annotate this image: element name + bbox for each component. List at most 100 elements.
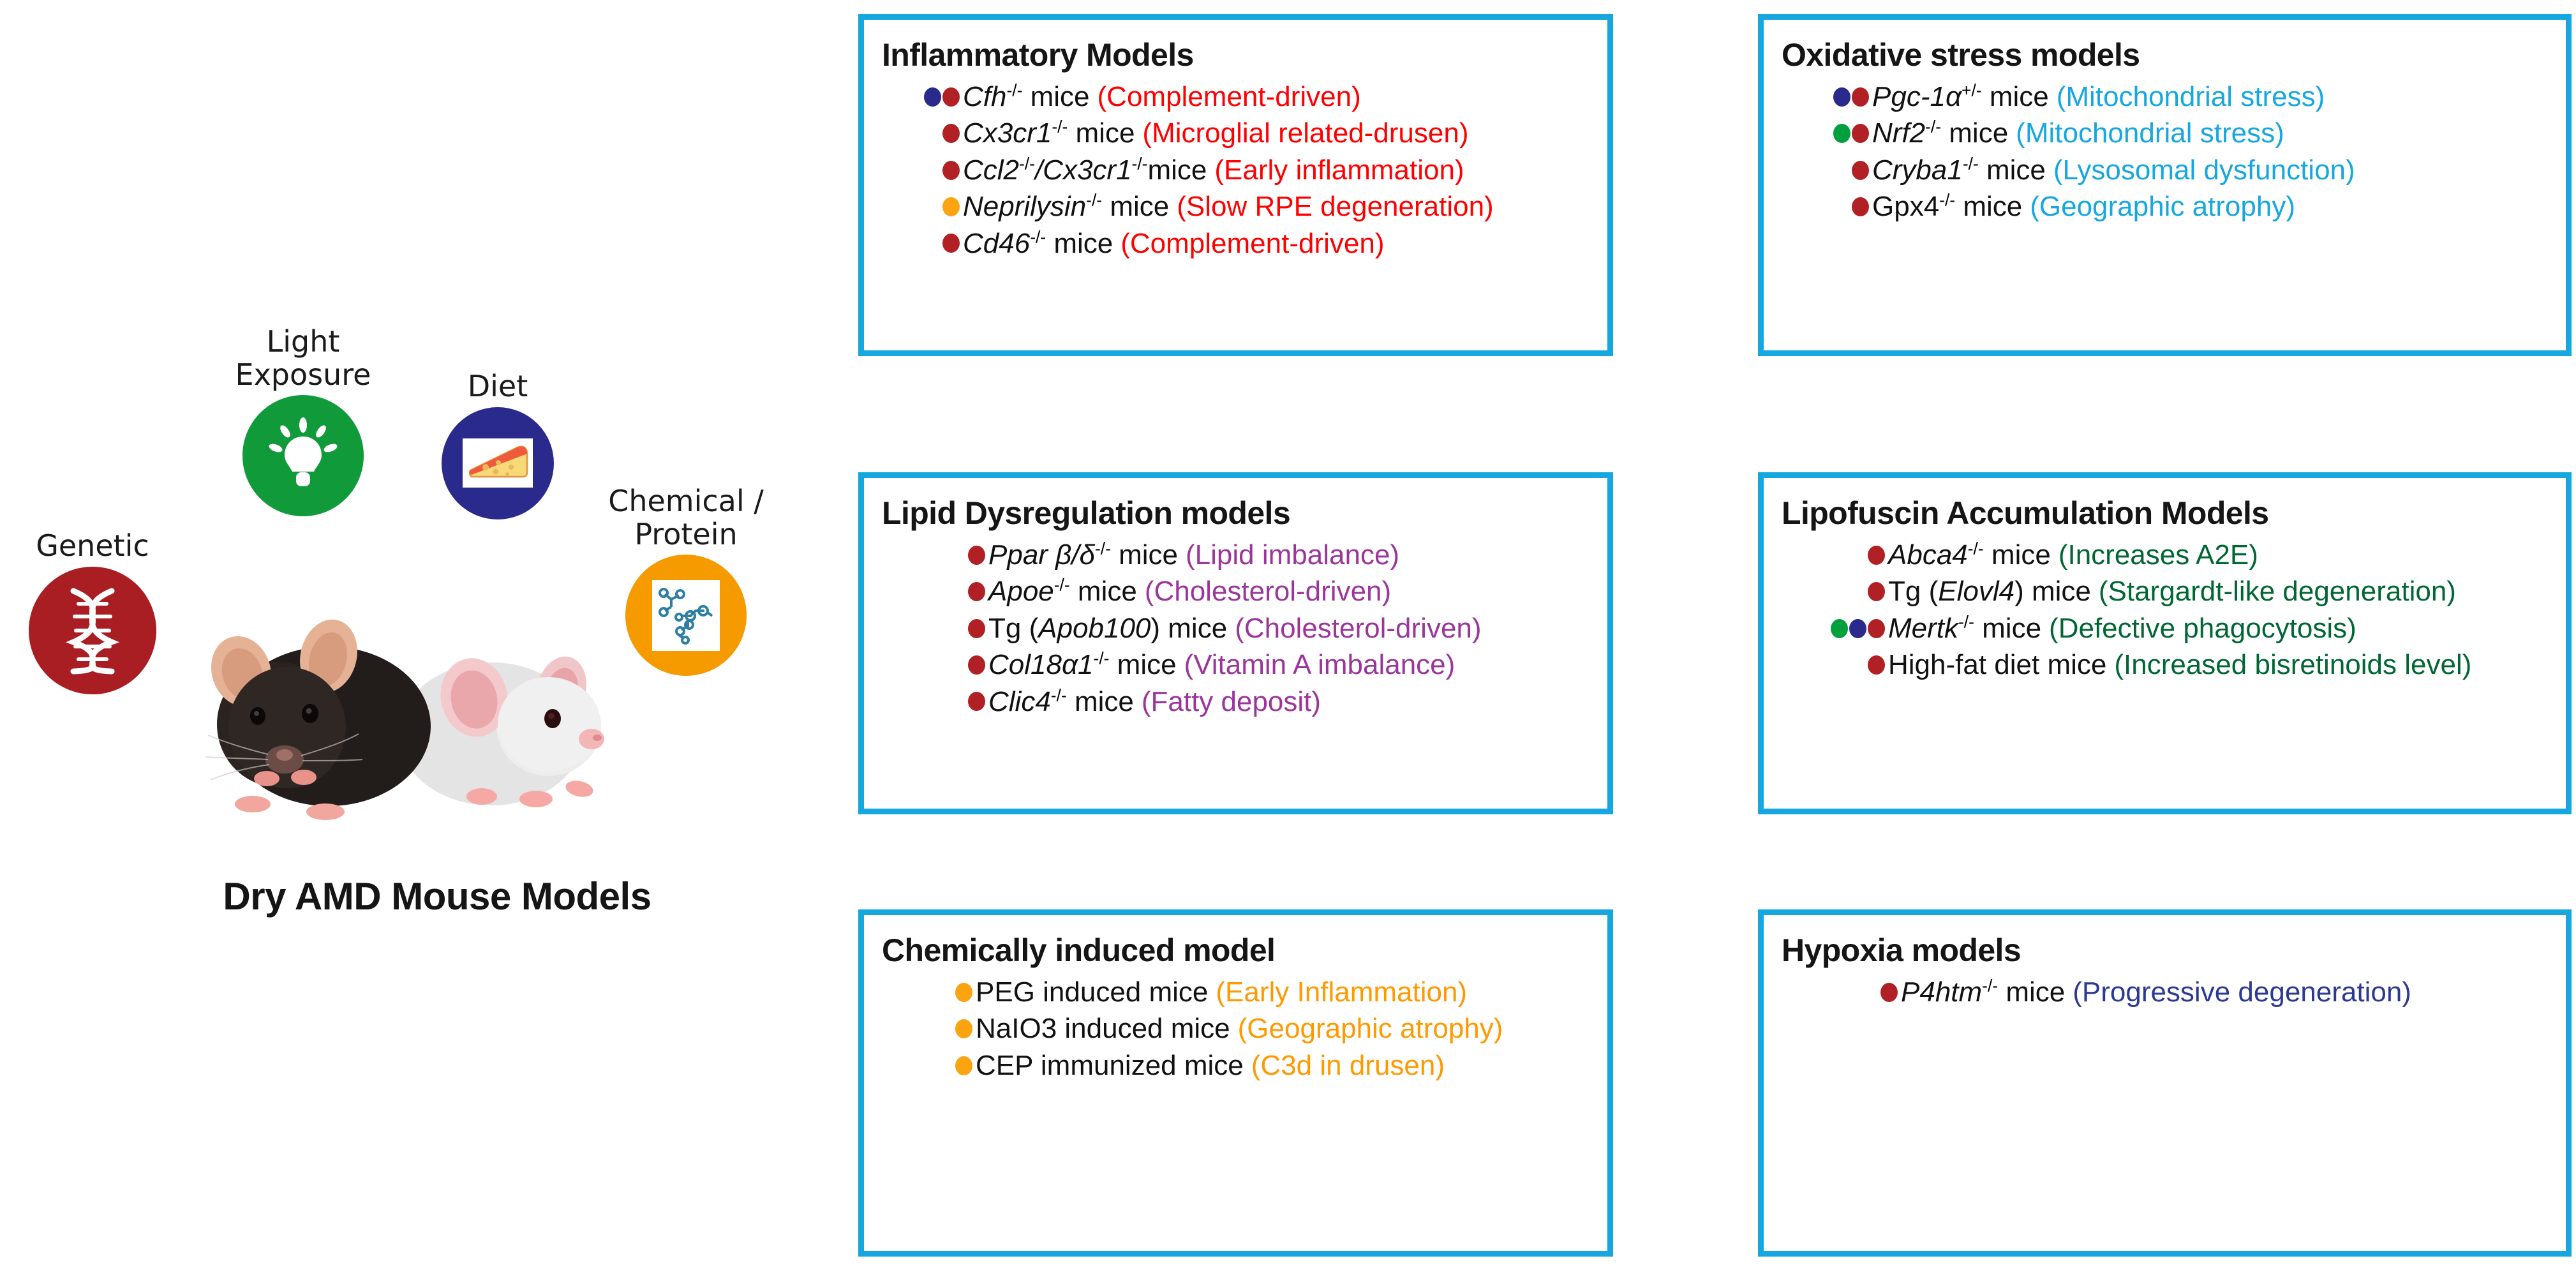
model-entry: Ppar β/δ-/- mice(Lipid imbalance) (864, 537, 1607, 573)
entry-dots (1764, 124, 1869, 144)
model-entry: Nrf2-/- mice(Mitochondrial stress) (1764, 115, 2566, 151)
model-entry: Tg (Apob100) mice(Cholesterol-driven) (864, 610, 1607, 646)
entry-note: (Increased bisretinoids level) (2114, 649, 2472, 681)
entry-note: (Complement-driven) (1097, 81, 1361, 112)
entry-dots (1764, 197, 1869, 217)
model-entry-list: PEG induced mice(Early Inflammation)NaIO… (864, 974, 1607, 1084)
entry-dots (864, 124, 960, 144)
dot-orange-icon (955, 1019, 972, 1039)
dot-red-icon (1852, 124, 1869, 144)
model-entry: Cd46-/- mice(Complement-driven) (864, 225, 1607, 262)
molecule-icon (652, 579, 720, 651)
entry-name: Pgc-1α+/- mice (1872, 80, 2049, 112)
dot-blue-icon (924, 87, 941, 107)
entry-note: (Defective phagocytosis) (2049, 612, 2356, 644)
entry-name: Mertk-/- mice (1888, 612, 2042, 644)
dot-blue-icon (1849, 618, 1866, 638)
entry-name: Ccl2-/-/Cx3cr1-/-mice (963, 154, 1207, 186)
dot-orange-icon (955, 1056, 972, 1075)
dot-red-icon (942, 234, 960, 253)
entry-dots (1764, 160, 1869, 180)
entry-note: (Lipid imbalance) (1186, 539, 1400, 571)
entry-dots (1764, 87, 1869, 107)
dna-icon (65, 588, 120, 675)
model-entry: Ccl2-/-/Cx3cr1-/-mice(Early inflammation… (864, 152, 1607, 188)
box-title: Lipid Dysregulation models (882, 495, 1291, 531)
model-entry: Col18α1-/- mice(Vitamin A imbalance) (864, 646, 1607, 683)
model-entry: PEG induced mice(Early Inflammation) (864, 974, 1607, 1010)
entry-name: CEP immunized mice (976, 1049, 1244, 1081)
model-entry: CEP immunized mice(C3d in drusen) (864, 1047, 1607, 1084)
model-entry: Abca4-/- mice(Increases A2E) (1764, 537, 2566, 573)
factor-light-circle (242, 395, 364, 517)
model-entry: Mertk-/- mice(Defective phagocytosis) (1764, 610, 2566, 646)
entry-name: Nrf2-/- mice (1872, 117, 2009, 149)
entry-name: Abca4-/- mice (1888, 539, 2051, 571)
entry-note: (Geographic atrophy) (2030, 191, 2295, 223)
dot-red-icon (1868, 545, 1885, 565)
box-title: Inflammatory Models (882, 37, 1194, 73)
entry-dots (864, 655, 985, 675)
factor-diet-label: Diet (467, 369, 528, 403)
model-entry: Neprilysin-/- mice(Slow RPE degeneration… (864, 188, 1607, 225)
dot-red-icon (1868, 655, 1885, 675)
model-box-lipid-dysregulation: Lipid Dysregulation models Ppar β/δ-/- m… (858, 472, 1613, 814)
dot-red-icon (1852, 197, 1869, 217)
model-entry: Clic4-/- mice(Fatty deposit) (864, 684, 1607, 720)
entry-note: (Fatty deposit) (1141, 685, 1322, 717)
entry-note: (Complement-driven) (1120, 227, 1385, 259)
entry-note: (Mitochondrial stress) (2016, 117, 2284, 149)
entry-name: Clic4-/- mice (988, 685, 1134, 717)
model-entry: Tg (Elovl4) mice(Stargardt-like degenera… (1764, 573, 2566, 609)
entry-dots (864, 87, 960, 107)
dot-red-icon (1868, 582, 1885, 602)
entry-dots (1764, 582, 1885, 602)
entry-note: (C3d in drusen) (1251, 1049, 1445, 1081)
factor-diet-circle (442, 407, 554, 519)
entry-note: (Progressive degeneration) (2073, 976, 2411, 1008)
entry-dots (864, 582, 985, 602)
two-mice-photo (191, 574, 613, 823)
entry-name: Ppar β/δ-/- mice (988, 539, 1179, 571)
factors-panel: Genetic Light Exposure (0, 0, 830, 1270)
entry-name: Tg (Elovl4) mice (1888, 576, 2091, 608)
entry-name: NaIO3 induced mice (976, 1013, 1230, 1045)
model-entry: Gpx4-/- mice(Geographic atrophy) (1764, 188, 2566, 225)
dot-orange-icon (942, 197, 960, 217)
factor-genetic-circle (29, 566, 156, 694)
model-entry-list: P4htm-/- mice(Progressive degeneration) (1764, 974, 2566, 1010)
entry-dots (864, 545, 985, 565)
entry-note: (Stargardt-like degeneration) (2098, 576, 2456, 608)
cheese-icon (463, 438, 533, 488)
entry-name: Col18α1-/- mice (988, 648, 1177, 681)
model-entry-list: Cfh-/- mice(Complement-driven)Cx3cr1-/- … (864, 78, 1607, 262)
entry-note: (Slow RPE degeneration) (1177, 191, 1494, 223)
factor-genetic[interactable]: Genetic (19, 528, 166, 694)
entry-dots (1764, 618, 1885, 638)
box-title: Hypoxia models (1782, 932, 2021, 968)
entry-name: Cryba1-/- mice (1872, 154, 2046, 186)
model-entry: Pgc-1α+/- mice(Mitochondrial stress) (1764, 78, 2566, 115)
model-entry: NaIO3 induced mice(Geographic atrophy) (864, 1010, 1607, 1047)
dot-red-icon (942, 87, 960, 107)
model-box-lipofuscin-accumulation: Lipofuscin Accumulation Models Abca4-/- … (1758, 472, 2572, 814)
factor-chemical-label: Chemical / Protein (608, 484, 764, 551)
entry-name: Apoe-/- mice (988, 575, 1137, 608)
model-entry-list: Abca4-/- mice(Increases A2E)Tg (Elovl4) … (1764, 537, 2566, 684)
entry-dots (864, 692, 985, 712)
entry-note: (Vitamin A imbalance) (1184, 649, 1456, 681)
dot-red-icon (942, 160, 960, 180)
entry-note: (Early inflammation) (1214, 154, 1464, 186)
dot-red-icon (1852, 87, 1869, 107)
factor-light-exposure[interactable]: Light Exposure (217, 325, 389, 517)
entry-note: (Increases A2E) (2058, 539, 2258, 571)
model-entry-list: Ppar β/δ-/- mice(Lipid imbalance)Apoe-/-… (864, 537, 1607, 720)
entry-name: Cfh-/- mice (963, 80, 1090, 112)
model-entry-list: Pgc-1α+/- mice(Mitochondrial stress)Nrf2… (1764, 78, 2566, 225)
box-title: Chemically induced model (882, 932, 1276, 968)
factor-chemical-protein[interactable]: Chemical / Protein (600, 484, 772, 676)
factor-diet[interactable]: Diet (421, 370, 574, 519)
dot-green-icon (1831, 618, 1848, 638)
factor-genetic-label: Genetic (36, 528, 149, 563)
entry-name: Tg (Apob100) mice (988, 612, 1228, 644)
